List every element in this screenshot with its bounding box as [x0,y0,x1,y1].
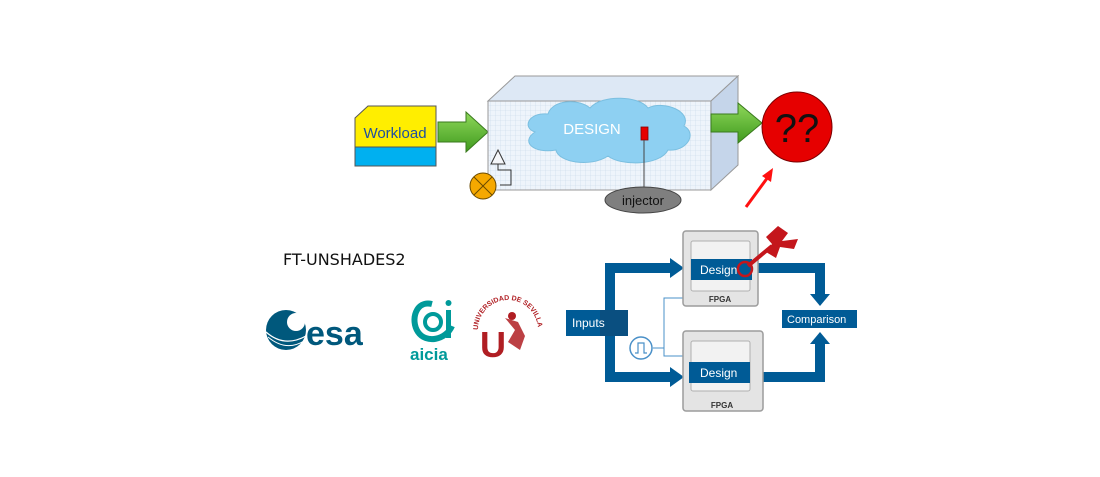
injection-point [640,126,649,141]
input-arrow [437,110,489,154]
workload-block: Workload [354,105,437,167]
injector-node: injector [604,186,682,214]
clock-distribution [629,297,690,360]
design-top-block [691,259,752,280]
inputs-label: Inputs [572,316,605,330]
clock-icon [629,336,653,360]
clock-input [469,148,512,200]
comparison-node: Comparison [782,310,857,328]
inputs-node: Inputs [566,310,628,336]
result-unknown: ?? [761,91,833,163]
result-label: ?? [775,107,820,151]
design-label: DESIGN [563,121,621,138]
university-seal: UNIVERSIDAD DE SEVILLA U [473,295,543,365]
design-cloud: DESIGN [527,97,691,164]
fpga-top: Design FPGA [682,230,759,307]
fpga-bottom: Design FPGA [682,330,764,412]
red-link-arrow [744,168,773,208]
esa-logo: esa [265,310,364,353]
bus-lines [605,258,830,387]
design-bottom-label: Design [700,366,737,380]
aicia-wordmark: aicia [410,345,448,364]
fpga-bottom-label: FPGA [711,401,733,410]
university-mark: U [480,324,506,365]
design-top-label: Design [700,263,737,277]
esa-wordmark: esa [306,315,364,353]
project-title: FT-UNSHADES2 [283,250,406,269]
aicia-logo: aicia [410,300,455,364]
fault-target-icon [736,226,798,278]
comparison-label: Comparison [787,314,846,326]
fpga-top-label: FPGA [709,295,731,304]
workload-label: Workload [363,125,426,142]
injector-label: injector [622,193,665,208]
design-bottom-block [689,362,750,383]
output-arrow [710,101,763,145]
